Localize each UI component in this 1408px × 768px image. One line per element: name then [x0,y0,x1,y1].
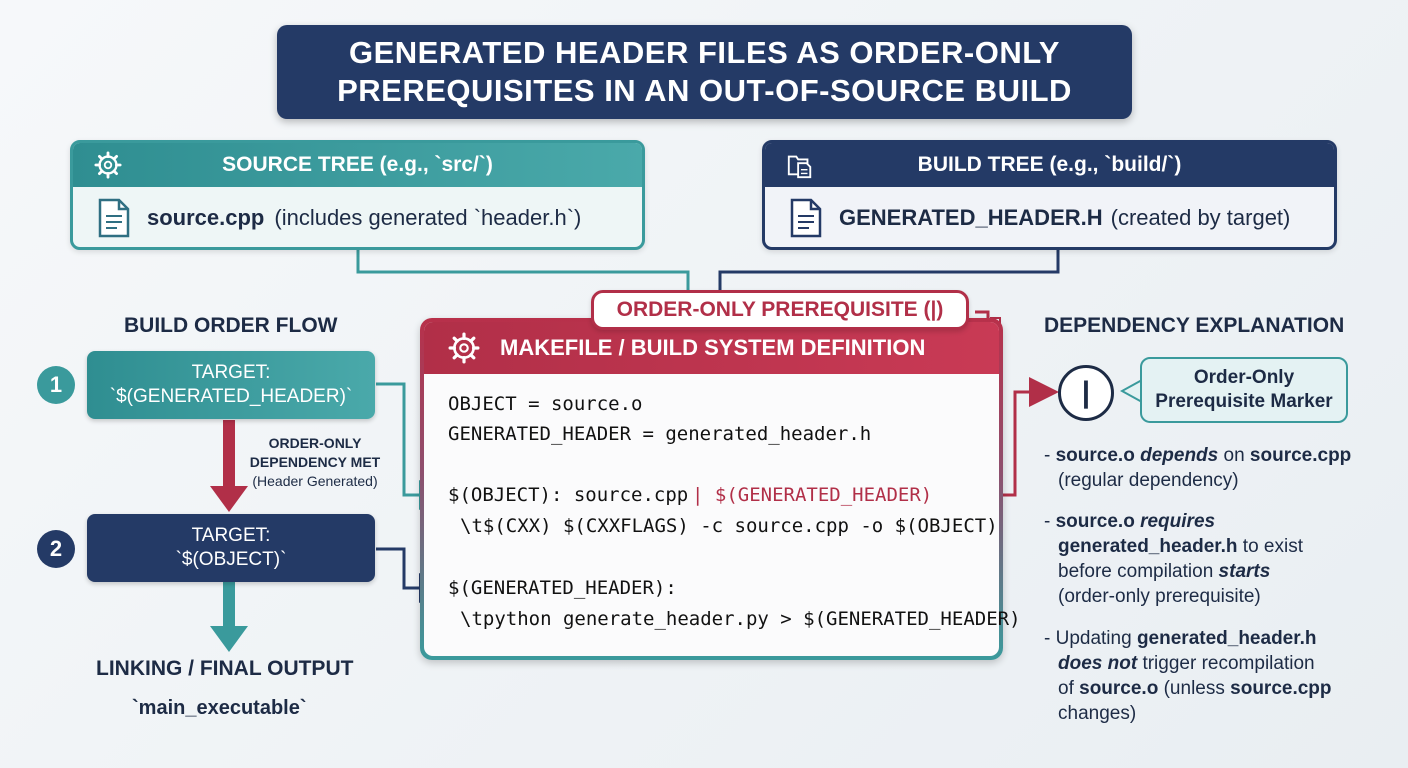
explanation-bullet-3: - Updating generated_header.h does not t… [1044,626,1394,726]
code-line-order-only-prereq: | $(GENERATED_HEADER) [692,484,933,506]
b1-on: on [1218,445,1250,466]
title-line-1: GENERATED HEADER FILES AS ORDER-ONLY [349,35,1060,70]
gear-icon [94,151,122,179]
source-tree-title: SOURCE TREE (e.g., `src/`) [222,153,493,176]
note-line-1: ORDER-ONLY [268,435,362,451]
code-line-header-rule: $(GENERATED_HEADER): [448,577,677,599]
b2-order-only: (order-only prerequisite) [1058,586,1261,607]
final-output-title: LINKING / FINAL OUTPUT [96,657,354,680]
target-object: TARGET: `$(OBJECT)` [87,514,375,582]
order-only-pill: ORDER-ONLY PREREQUISITE (|) [591,290,969,330]
makefile-title: MAKEFILE / BUILD SYSTEM DEFINITION [500,335,926,360]
b3-does-not: does not [1058,653,1138,674]
b2-header: generated_header.h [1058,536,1238,557]
order-only-pill-label: ORDER-ONLY PREREQUISITE (|) [616,298,944,321]
page-title: GENERATED HEADER FILES AS ORDER-ONLY PRE… [277,25,1132,119]
code-line-object: OBJECT = source.o [448,393,643,415]
b2-before: before compilation [1058,561,1219,582]
target-generated-header: TARGET: `$(GENERATED_HEADER)` [87,351,375,419]
b1-depends: depends [1140,445,1219,466]
source-tree-header: SOURCE TREE (e.g., `src/`) [73,143,642,187]
note-line-3: (Header Generated) [252,473,378,489]
b3-changes: changes) [1058,703,1137,724]
b3-of: of [1058,678,1080,699]
marker-label-line-1: Order-Only [1193,367,1295,388]
flow-title: BUILD ORDER FLOW [124,314,338,337]
explanation-bullet-2: - source.o requires generated_header.h t… [1044,509,1384,609]
b1-regular-dependency: (regular dependency) [1058,470,1239,491]
source-to-makefile-line [356,250,690,292]
step-1-badge: 1 [37,366,75,404]
source-tree-body: source.cpp (includes generated `header.h… [73,187,642,247]
final-output-name: `main_executable` [132,697,307,719]
build-tree-body: GENERATED_HEADER.H (created by target) [765,187,1334,247]
build-file-name: GENERATED_HEADER.H [839,205,1103,230]
explanation-bullet-1: - source.o depends on source.cpp (regula… [1044,443,1384,493]
title-line-2: PREREQUISITES IN AN OUT-OF-SOURCE BUILD [337,73,1072,108]
order-only-marker-label: Order-Only Prerequisite Marker [1140,357,1348,423]
b3-header: generated_header.h [1136,628,1317,649]
build-to-makefile-line [718,250,1060,292]
source-tree-panel: SOURCE TREE (e.g., `src/`) source.cpp (i… [70,140,645,250]
b2-to-exist: to exist [1237,536,1304,557]
bubble-pointer [1120,379,1143,403]
b2-object: source.o [1055,511,1135,532]
b3-updating: - Updating [1044,628,1137,649]
b3-object: source.o [1079,678,1159,699]
build-tree-title: BUILD TREE (e.g., `build/`) [917,153,1182,176]
folder-file-icon [787,155,812,179]
bullet-dash: - [1044,511,1056,532]
makefile-panel [424,322,999,656]
code-line-generated-header: GENERATED_HEADER = generated_header.h [448,423,872,445]
code-line-compile: \t$(CXX) $(CXXFLAGS) -c source.cpp -o $(… [460,515,998,537]
marker-label-line-2: Prerequisite Marker [1155,391,1333,412]
source-file-name: source.cpp [147,205,265,230]
flow-arrow-2-head [210,626,248,652]
step-2-line-1: TARGET: [191,525,271,546]
step-2-badge: 2 [37,530,75,568]
flow-arrow-1-shaft [223,420,235,488]
b1-source: source.cpp [1249,445,1352,466]
gear-icon [448,332,480,364]
bullet-dash: - [1044,445,1056,466]
build-file-note: (created by target) [1110,205,1291,230]
explanation-title: DEPENDENCY EXPLANATION [1044,314,1345,337]
b1-object: source.o [1055,445,1135,466]
b3-unless: (unless [1158,678,1231,699]
code-line-object-rule: $(OBJECT): source.cpp [448,484,689,506]
build-tree-panel: BUILD TREE (e.g., `build/`) GENERATED_HE… [762,140,1337,250]
source-file-note: (includes generated `header.h`) [274,205,582,230]
code-line-generate: \tpython generate_header.py > $(GENERATE… [460,608,1021,630]
b3-source: source.cpp [1230,678,1332,699]
flow-arrow-1-head [210,486,248,512]
order-only-marker-symbol: | [1058,365,1114,421]
b2-requires: requires [1140,511,1216,532]
b3-trigger: trigger recompilation [1137,653,1315,674]
flow-arrow-2-shaft [223,582,235,628]
step-1-line-2: `$(GENERATED_HEADER)` [109,386,353,407]
file-icon [98,198,130,238]
file-icon [790,198,822,238]
makefile-header: MAKEFILE / BUILD SYSTEM DEFINITION [424,322,999,374]
note-line-2: DEPENDENCY MET [249,454,381,470]
build-tree-header: BUILD TREE (e.g., `build/`) [765,143,1334,187]
order-only-met-note: ORDER-ONLY DEPENDENCY MET (Header Genera… [240,434,390,491]
b2-starts: starts [1218,561,1271,582]
step-2-line-2: `$(OBJECT)` [175,549,287,570]
step-1-line-1: TARGET: [191,362,271,383]
